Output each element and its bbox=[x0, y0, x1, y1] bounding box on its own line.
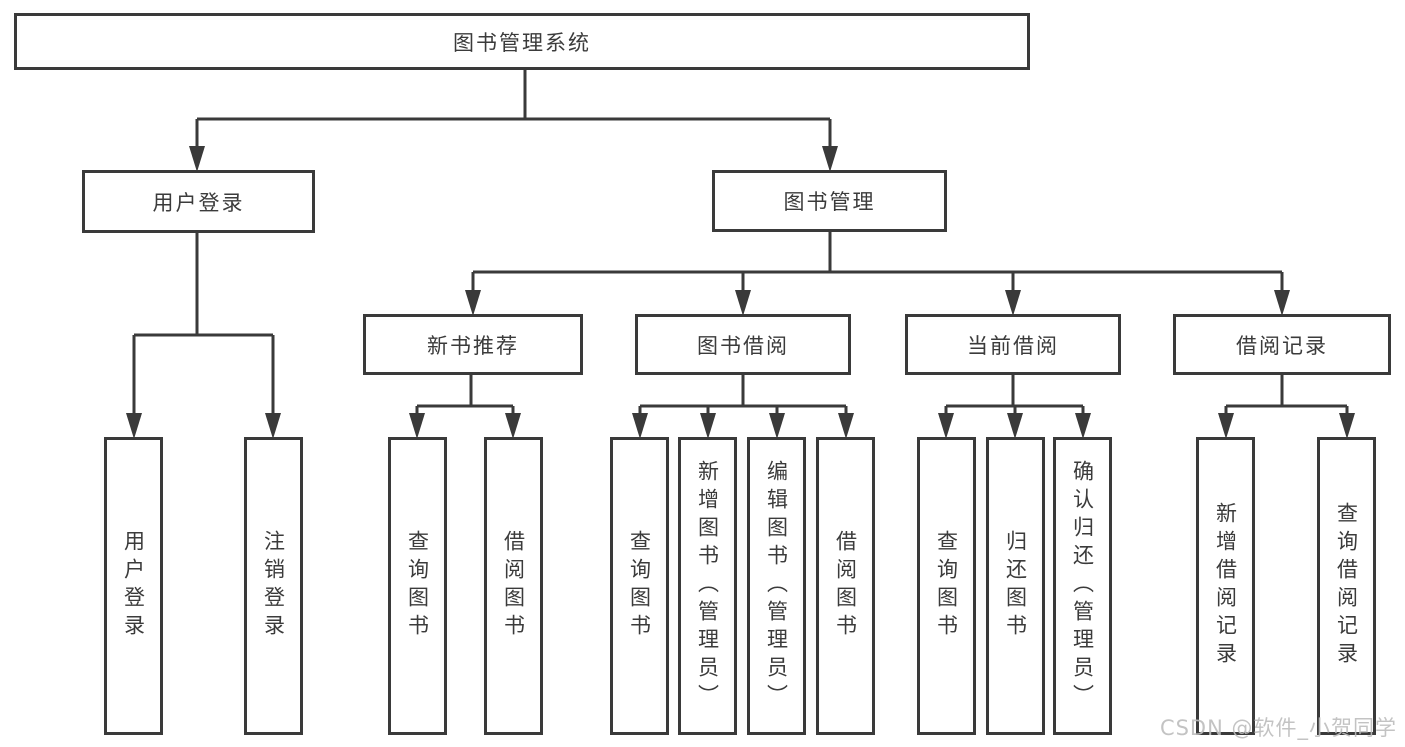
arrow-down-icon bbox=[769, 413, 785, 439]
arrow-down-icon bbox=[126, 413, 142, 439]
arrow-down-icon bbox=[465, 290, 481, 316]
node-root-system: 图书管理系统 bbox=[14, 13, 1030, 70]
leaf-query-books-current: 查询图书 bbox=[917, 437, 976, 735]
node-user-login: 用户登录 bbox=[82, 170, 315, 233]
leaf-logout: 注销登录 bbox=[244, 437, 303, 735]
leaf-user-login: 用户登录 bbox=[104, 437, 163, 735]
arrow-down-icon bbox=[409, 413, 425, 439]
arrow-down-icon bbox=[189, 146, 205, 172]
leaf-add-book-admin: 新增图书（管理员） bbox=[678, 437, 737, 735]
arrow-down-icon bbox=[1007, 413, 1023, 439]
arrow-down-icon bbox=[822, 146, 838, 172]
leaf-return-book: 归还图书 bbox=[986, 437, 1045, 735]
node-current-borrow: 当前借阅 bbox=[905, 314, 1121, 375]
node-book-management: 图书管理 bbox=[712, 170, 947, 232]
arrow-down-icon bbox=[700, 413, 716, 439]
arrow-down-icon bbox=[1075, 413, 1091, 439]
arrow-down-icon bbox=[938, 413, 954, 439]
arrow-down-icon bbox=[265, 413, 281, 439]
leaf-confirm-return-admin: 确认归还（管理员） bbox=[1053, 437, 1112, 735]
node-book-borrow: 图书借阅 bbox=[635, 314, 851, 375]
arrow-down-icon bbox=[632, 413, 648, 439]
leaf-add-borrow-record: 新增借阅记录 bbox=[1196, 437, 1255, 735]
leaf-query-books-recommend: 查询图书 bbox=[388, 437, 447, 735]
leaf-query-books-borrow: 查询图书 bbox=[610, 437, 669, 735]
leaf-query-borrow-record: 查询借阅记录 bbox=[1317, 437, 1376, 735]
arrow-down-icon bbox=[1339, 413, 1355, 439]
watermark: CSDN @软件_小贺同学 bbox=[1159, 716, 1397, 740]
arrow-down-icon bbox=[1218, 413, 1234, 439]
leaf-borrow-books-recommend: 借阅图书 bbox=[484, 437, 543, 735]
node-borrow-records: 借阅记录 bbox=[1173, 314, 1391, 375]
arrow-down-icon bbox=[735, 290, 751, 316]
node-new-book-recommend: 新书推荐 bbox=[363, 314, 583, 375]
leaf-edit-book-admin: 编辑图书（管理员） bbox=[747, 437, 806, 735]
arrow-down-icon bbox=[1005, 290, 1021, 316]
arrow-down-icon bbox=[838, 413, 854, 439]
arrow-down-icon bbox=[505, 413, 521, 439]
arrow-down-icon bbox=[1274, 290, 1290, 316]
leaf-borrow-books: 借阅图书 bbox=[816, 437, 875, 735]
